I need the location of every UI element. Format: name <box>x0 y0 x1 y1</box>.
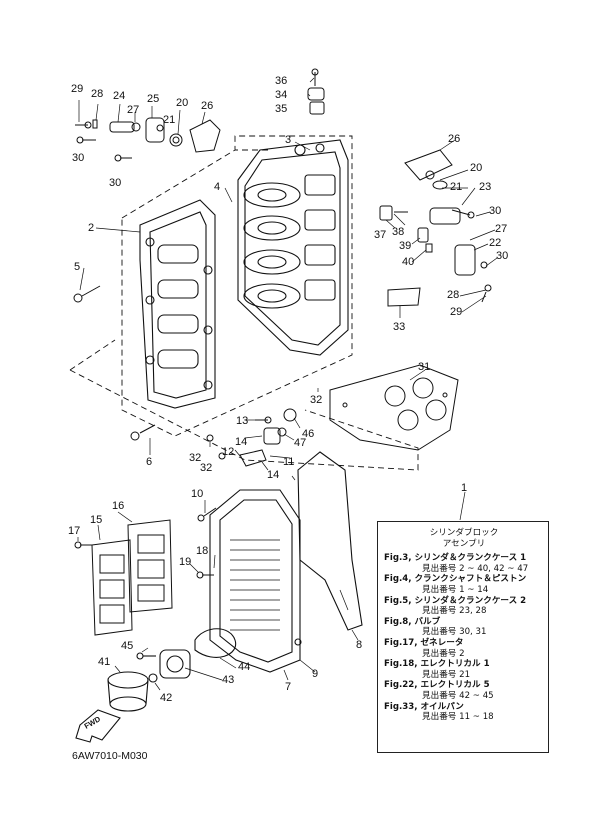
oil-filter-assembly <box>107 628 237 712</box>
callout-6: 6 <box>146 456 153 468</box>
callout-18: 18 <box>196 545 209 557</box>
callout-40: 40 <box>402 256 415 268</box>
callout-7: 7 <box>285 681 292 693</box>
legend-sub-line: 見出番号 21 <box>422 669 471 680</box>
callout-17: 17 <box>68 525 81 537</box>
callout-9: 9 <box>312 668 319 680</box>
callout-29b: 29 <box>450 306 463 318</box>
callout-41: 41 <box>98 656 111 668</box>
callout-15: 15 <box>90 514 103 526</box>
callout-30c: 30 <box>489 205 502 217</box>
legend-fig-line: Fig.18, エレクトリカル 1 <box>384 659 490 670</box>
thermostat-parts-top-left <box>75 117 221 162</box>
callout-27a: 27 <box>127 104 140 116</box>
legend-fig-line: Fig.4, クランクシャフト＆ピストン <box>384 574 527 585</box>
callout-21b: 21 <box>450 181 463 193</box>
callout-22: 22 <box>489 237 502 249</box>
callout-12: 12 <box>222 446 235 458</box>
callout-30d: 30 <box>496 250 509 262</box>
callout-33: 33 <box>393 321 406 333</box>
callout-14b: 14 <box>267 469 280 481</box>
cylinder-block <box>237 139 349 356</box>
callout-10: 10 <box>191 488 204 500</box>
legend-fig-line: Fig.17, ゼネレータ <box>384 637 464 648</box>
callout-32a: 32 <box>310 394 323 406</box>
callout-19: 19 <box>179 556 192 568</box>
legend-sub-line: 見出番号 2 ~ 40, 42 ~ 47 <box>422 563 529 574</box>
sensor-parts-top <box>307 68 325 115</box>
callout-35: 35 <box>275 103 288 115</box>
legend-sub-line: 見出番号 1 ~ 14 <box>422 584 489 595</box>
legend-fig-line: Fig.33, オイルパン <box>384 701 464 712</box>
callout-14a: 14 <box>235 436 248 448</box>
callout-26a: 26 <box>201 100 214 112</box>
callout-8: 8 <box>356 639 363 651</box>
callout-23: 23 <box>479 181 492 193</box>
callout-32b: 32 <box>189 452 202 464</box>
bolts <box>73 285 301 660</box>
callout-29a: 29 <box>71 83 84 95</box>
callout-26b: 26 <box>448 133 461 145</box>
callout-20b: 20 <box>470 162 483 174</box>
leader-lines <box>77 77 498 691</box>
callout-38: 38 <box>392 226 405 238</box>
legend-fig-line: Fig.3, シリンダ＆クランクケース 1 <box>384 553 527 564</box>
legend-sub-line: 見出番号 30, 31 <box>422 627 487 638</box>
callout-36: 36 <box>275 75 288 87</box>
diagram-code: 6AW7010-M030 <box>72 750 148 762</box>
callout-25: 25 <box>147 93 160 105</box>
exhaust-cover-body <box>209 489 302 673</box>
callout-47: 47 <box>294 437 307 449</box>
cylinder-head-gasket <box>329 364 459 451</box>
callout-3: 3 <box>285 134 292 146</box>
callout-5: 5 <box>74 261 81 273</box>
callout-27b: 27 <box>495 223 508 235</box>
callout-28b: 28 <box>447 289 460 301</box>
legend-fig-line: Fig.5, シリンダ＆クランクケース 2 <box>384 595 527 606</box>
callout-44: 44 <box>238 661 251 673</box>
legend-fig-line: Fig.8, バルブ <box>384 616 441 627</box>
legend-title-2: アセンブリ <box>442 538 486 549</box>
callout-31: 31 <box>418 361 431 373</box>
callout-20a: 20 <box>176 97 189 109</box>
callout-30a: 30 <box>72 152 85 164</box>
callout-32c: 32 <box>200 462 213 474</box>
legend-title-1: シリンダブロック <box>429 528 499 538</box>
fwd-arrow-icon <box>75 709 121 743</box>
oil-pan-gasket <box>297 451 363 631</box>
callout-2: 2 <box>88 222 95 234</box>
assembly-legend-box: シリンダブロック アセンブリ Fig.3, シリンダ＆クランクケース 1 見出番… <box>377 521 549 753</box>
side-cover-plates <box>91 519 173 636</box>
cooling-fins <box>230 539 280 631</box>
legend-fig-line: Fig.22, エレクトリカル 5 <box>384 680 490 691</box>
callout-13: 13 <box>236 415 249 427</box>
legend-sub-line: 見出番号 23, 28 <box>422 606 487 617</box>
callout-42: 42 <box>160 692 173 704</box>
callout-39: 39 <box>399 240 412 252</box>
callout-4: 4 <box>214 181 221 193</box>
callout-1: 1 <box>461 482 468 494</box>
callout-24: 24 <box>113 90 126 102</box>
callout-30b: 30 <box>109 177 122 189</box>
legend-sub-line: 見出番号 2 <box>422 648 465 659</box>
crankcase-left-half <box>139 199 216 409</box>
callout-28a: 28 <box>91 88 104 100</box>
oil-pump-small-parts <box>206 408 297 467</box>
callout-16: 16 <box>112 500 125 512</box>
callout-45: 45 <box>121 640 134 652</box>
callout-37: 37 <box>374 229 387 241</box>
callout-46: 46 <box>302 428 315 440</box>
callout-11: 11 <box>283 456 295 468</box>
callout-21a: 21 <box>163 114 176 126</box>
legend-sub-line: 見出番号 42 ~ 45 <box>422 690 494 701</box>
callout-34: 34 <box>275 89 288 101</box>
legend-sub-line: 見出番号 11 ~ 18 <box>422 712 494 723</box>
callout-43: 43 <box>222 674 235 686</box>
